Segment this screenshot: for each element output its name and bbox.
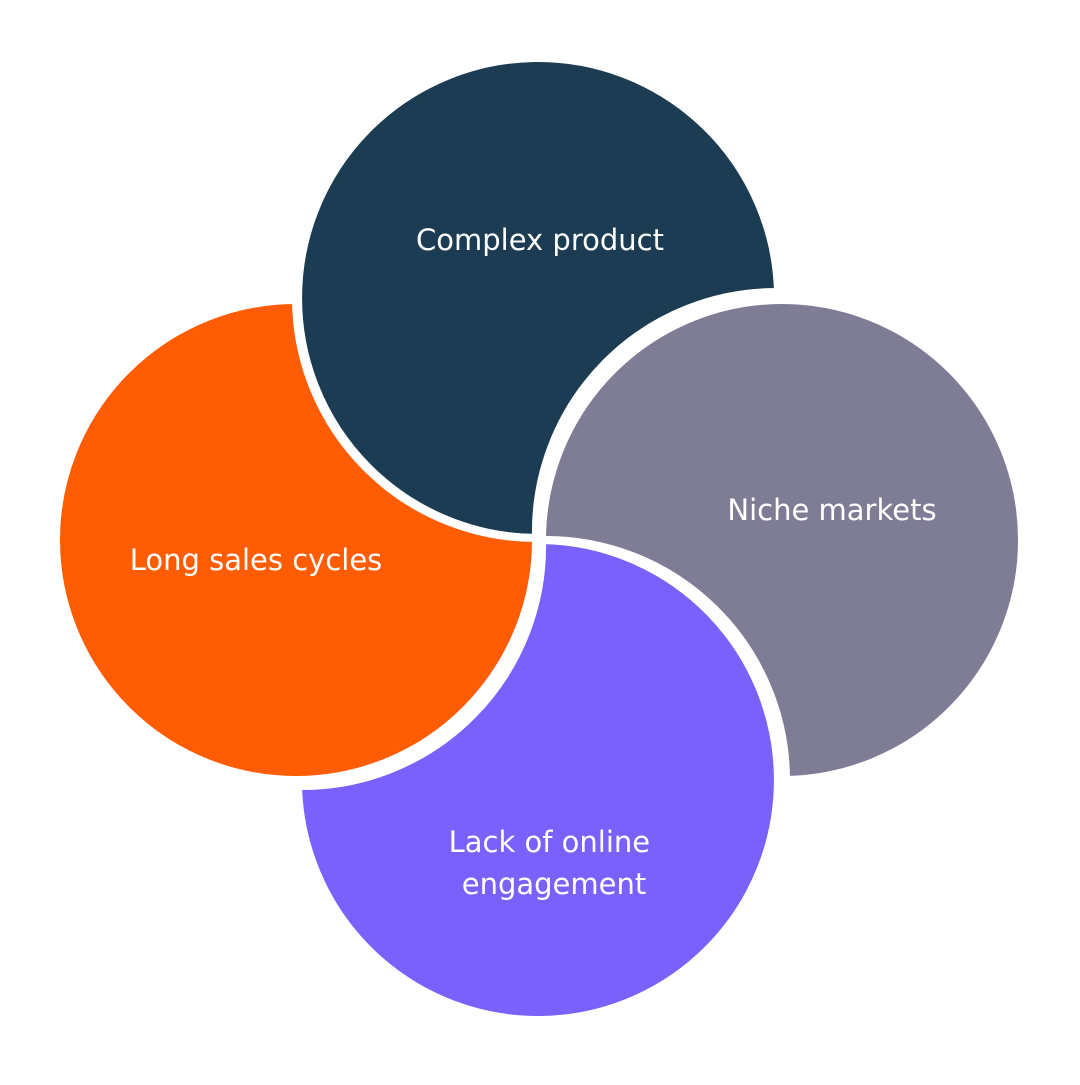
- petal-niche-markets-shape: [538, 296, 1026, 784]
- petal-long-sales-cycles: Long sales cycles: [52, 296, 541, 784]
- petal-lack-of-online-engagement-label-line-1: Lack of online: [449, 825, 651, 859]
- petal-long-sales-cycles-label-line-1: Long sales cycles: [130, 543, 383, 577]
- petal-complex-product-label: Complex product: [416, 223, 664, 257]
- petal-lack-of-online-engagement: Lack of online engagement: [294, 536, 782, 1024]
- petal-niche-markets-label-line-1: Niche markets: [727, 493, 936, 527]
- petal-long-sales-cycles-shape: [52, 296, 541, 784]
- petal-lack-of-online-engagement-shape: [294, 536, 782, 1024]
- petal-lack-of-online-engagement-label: Lack of online engagement: [449, 825, 660, 901]
- petal-niche-markets: Niche markets: [538, 296, 1026, 784]
- petal-niche-markets-label: Niche markets: [727, 493, 936, 527]
- petal-lack-of-online-engagement-label-line-2: engagement: [462, 867, 647, 901]
- petal-complex-product-label-line-1: Complex product: [416, 223, 664, 257]
- petal-long-sales-cycles-label: Long sales cycles: [130, 543, 383, 577]
